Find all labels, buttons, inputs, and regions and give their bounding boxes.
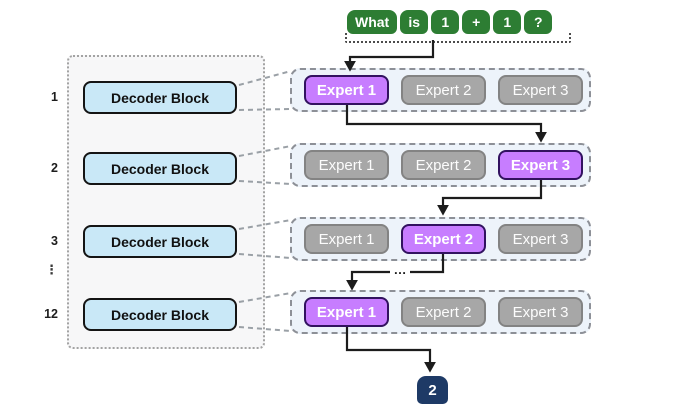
input-token: ? <box>524 10 553 34</box>
expert-layer-row-12: Expert 1 Expert 2 Expert 3 <box>290 290 591 334</box>
expert-3: Expert 3 <box>498 75 583 105</box>
arrow-skip-to-layer12 <box>346 270 390 291</box>
expert-3: Expert 3 <box>498 297 583 327</box>
expert-1: Expert 1 <box>304 150 389 180</box>
decoder-block-3: Decoder Block <box>83 225 237 258</box>
decoder-block-2: Decoder Block <box>83 152 237 185</box>
input-token: What <box>347 10 398 34</box>
expert-layer-row-1: Expert 1 Expert 2 Expert 3 <box>290 68 591 112</box>
expert-1: Expert 1 <box>304 224 389 254</box>
expert-3: Expert 3 <box>498 224 583 254</box>
input-token: 1 <box>493 10 522 34</box>
input-token-sequence: What is 1 + 1 ? <box>347 10 553 34</box>
layer-number-1: 1 <box>51 90 58 104</box>
routing-skip-ellipsis: … <box>393 262 407 277</box>
expert-1-selected: Expert 1 <box>304 297 389 327</box>
expert-3-selected: Expert 3 <box>498 150 583 180</box>
token-underbrace <box>345 33 571 43</box>
decoder-block-1: Decoder Block <box>83 81 237 114</box>
output-token: 2 <box>417 376 448 404</box>
expert-2: Expert 2 <box>401 297 486 327</box>
skipped-layers-ellipsis: ⋮ <box>45 262 58 277</box>
expert-layer-row-2: Expert 1 Expert 2 Expert 3 <box>290 143 591 187</box>
layer-number-3: 3 <box>51 234 58 248</box>
expert-1-selected: Expert 1 <box>304 75 389 105</box>
input-token: is <box>400 10 429 34</box>
input-token: 1 <box>431 10 460 34</box>
expert-2: Expert 2 <box>401 75 486 105</box>
expert-2-selected: Expert 2 <box>401 224 486 254</box>
expert-2: Expert 2 <box>401 150 486 180</box>
decoder-block-12: Decoder Block <box>83 298 237 331</box>
layer-number-12: 12 <box>44 307 58 321</box>
arrow-input-to-layer1 <box>344 40 435 72</box>
input-token: + <box>462 10 491 34</box>
expert-layer-row-3: Expert 1 Expert 2 Expert 3 <box>290 217 591 261</box>
layer-number-2: 2 <box>51 161 58 175</box>
